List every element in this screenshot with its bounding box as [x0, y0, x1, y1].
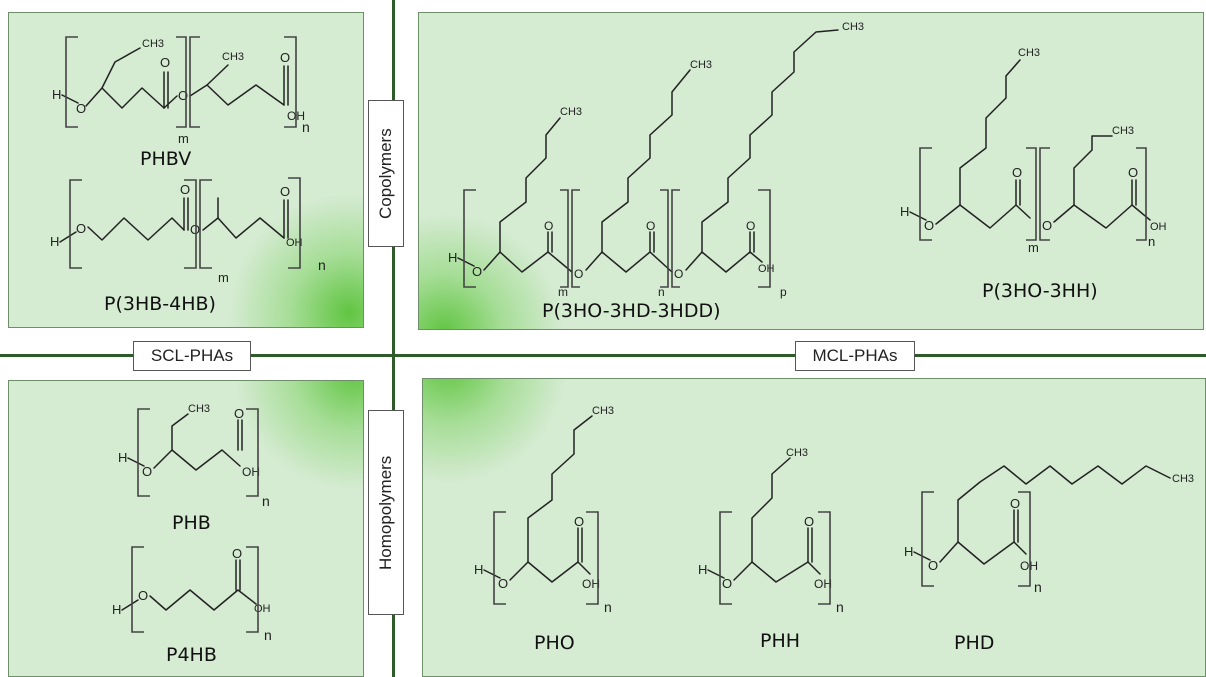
atom-o: O — [544, 219, 553, 233]
mcl-phas-label: MCL-PHAs — [795, 341, 915, 371]
atom-h: H — [698, 562, 707, 577]
atom-oh: OH — [286, 237, 303, 249]
atom-ch3: CH3 — [592, 405, 614, 417]
atom-o: O — [1042, 218, 1052, 233]
atom-ch3: CH3 — [188, 403, 210, 415]
atom-ch3: CH3 — [842, 21, 864, 33]
structure-phh: H O O OH CH3 n — [698, 447, 844, 615]
subscript-m: m — [178, 131, 189, 146]
atom-h: H — [118, 450, 127, 465]
atom-o: O — [574, 514, 584, 529]
atom-h: H — [474, 562, 483, 577]
subscript-m: m — [1028, 240, 1039, 255]
subscript-n: n — [1148, 234, 1155, 249]
polymer-name-p4hb: P4HB — [166, 644, 217, 666]
structure-phbv: H O CH3 O O CH3 O OH m n — [52, 36, 310, 146]
polymer-name-phd: PHD — [954, 632, 995, 654]
atom-o: O — [804, 514, 814, 529]
atom-o: O — [138, 588, 148, 603]
subscript-n: n — [658, 285, 665, 299]
scl-phas-label: SCL-PHAs — [133, 341, 251, 371]
atom-ch3: CH3 — [1172, 473, 1194, 485]
subscript-n: n — [604, 599, 612, 615]
subscript-n: n — [302, 119, 310, 135]
atom-o: O — [722, 576, 732, 591]
polymer-name-phb: PHB — [172, 512, 211, 534]
atom-h: H — [112, 602, 121, 617]
atom-o: O — [574, 267, 583, 281]
atom-h: H — [904, 544, 913, 559]
vertical-divider — [392, 0, 395, 677]
subscript-p: p — [780, 285, 787, 299]
atom-o: O — [234, 406, 244, 421]
structure-pho: H O O OH CH3 n — [474, 405, 614, 615]
atom-o: O — [232, 546, 242, 561]
subscript-n: n — [1034, 579, 1042, 595]
atom-oh: OH — [758, 263, 775, 275]
atom-oh: OH — [242, 465, 260, 479]
panel-mcl-copolymers — [418, 12, 1204, 330]
polymer-name-p3ho-3hh: P(3HO-3HH) — [982, 280, 1098, 302]
atom-oh: OH — [1150, 221, 1167, 233]
structure-phb: H O CH3 O OH n — [118, 403, 270, 509]
atom-o: O — [674, 267, 683, 281]
atom-o: O — [1128, 165, 1138, 180]
atom-o: O — [746, 219, 755, 233]
atom-ch3: CH3 — [1112, 125, 1134, 137]
subscript-n: n — [318, 257, 326, 273]
atom-o: O — [280, 184, 290, 199]
polymer-name-p3hb-4hb: P(3HB-4HB) — [104, 293, 216, 315]
subscript-m: m — [558, 285, 568, 299]
subscript-n: n — [264, 627, 272, 643]
panel-scl-homopolymers — [8, 380, 364, 677]
atom-oh: OH — [1020, 559, 1038, 573]
polymer-name-pho: PHO — [534, 632, 575, 654]
atom-o: O — [178, 88, 188, 103]
panel-mcl-homopolymers — [422, 378, 1206, 677]
atom-ch3: CH3 — [786, 447, 808, 459]
subscript-n: n — [836, 599, 844, 615]
atom-h: H — [900, 204, 909, 219]
structure-p3ho-3hh: H O O CH3 O O OH CH3 m n — [900, 47, 1167, 255]
atom-h: H — [448, 250, 457, 265]
atom-ch3: CH3 — [1018, 47, 1040, 59]
atom-o: O — [646, 219, 655, 233]
atom-o: O — [190, 222, 200, 237]
atom-ch3: CH3 — [560, 106, 582, 118]
polymer-name-p3ho-3hd-3hdd: P(3HO-3HD-3HDD) — [542, 300, 721, 322]
atom-o: O — [1012, 165, 1022, 180]
structure-p3hb-4hb: H O O O O OH m n — [50, 177, 326, 285]
atom-ch3: CH3 — [142, 38, 164, 50]
polymer-name-phbv: PHBV — [140, 148, 192, 170]
atom-o: O — [498, 576, 508, 591]
atom-o: O — [180, 182, 190, 197]
atom-ch3: CH3 — [222, 51, 244, 63]
structure-p3ho-3hd-3hdd: H O O CH3 O O CH3 O O OH CH3 m n p — [448, 21, 864, 299]
atom-oh: OH — [582, 577, 600, 591]
atom-o: O — [160, 55, 170, 70]
atom-oh: OH — [254, 603, 271, 615]
atom-o: O — [1010, 496, 1020, 511]
atom-ch3: CH3 — [690, 59, 712, 71]
atom-o: O — [924, 218, 934, 233]
subscript-n: n — [262, 493, 270, 509]
structure-phd: H O O OH CH3 n — [904, 465, 1194, 595]
polymer-name-phh: PHH — [760, 630, 801, 652]
subscript-m: m — [218, 270, 229, 285]
atom-o: O — [76, 101, 86, 116]
atom-o: O — [76, 221, 86, 236]
atom-o: O — [472, 264, 482, 279]
atom-o: O — [142, 464, 152, 479]
atom-h: H — [50, 234, 59, 249]
atom-h: H — [52, 87, 61, 102]
atom-oh: OH — [814, 577, 832, 591]
structure-p4hb: H O O OH n — [112, 546, 272, 643]
atom-o: O — [928, 558, 938, 573]
atom-o: O — [280, 50, 290, 65]
horizontal-divider — [0, 354, 1206, 357]
